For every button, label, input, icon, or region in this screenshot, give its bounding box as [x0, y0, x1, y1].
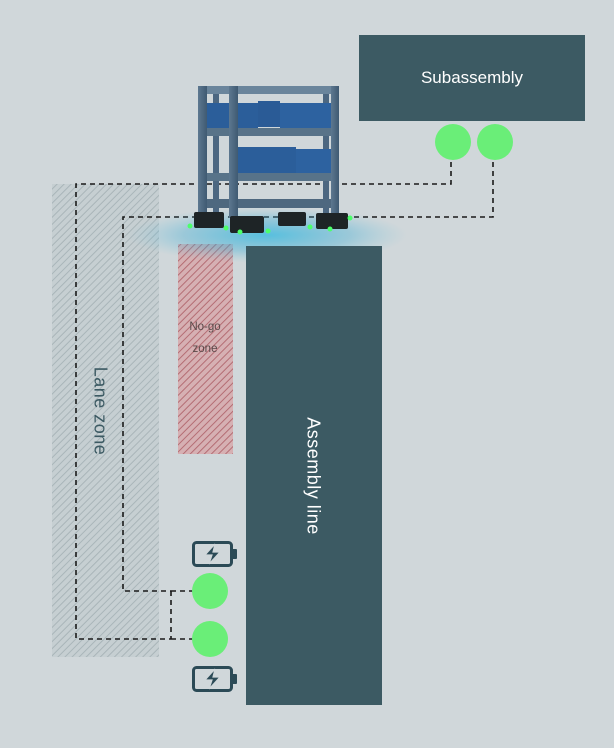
- lane-zone: [52, 184, 159, 657]
- subassembly-station: Subassembly: [359, 35, 585, 121]
- charging-battery-icon: [192, 666, 237, 692]
- status-indicator-icon: [435, 124, 471, 160]
- no-go-zone-label-line2: zone: [192, 343, 218, 355]
- status-indicator-icon: [477, 124, 513, 160]
- no-go-zone-label-line1: No-go: [189, 321, 221, 333]
- assembly-line-station: [246, 246, 382, 705]
- amr-cart-icon: [187, 86, 353, 235]
- charging-battery-icon: [192, 541, 237, 567]
- status-indicator-icon: [192, 573, 228, 609]
- subassembly-label: Subassembly: [420, 68, 524, 87]
- lane-zone-label: Lane zone: [90, 366, 111, 456]
- agv-route-lines: [75, 162, 494, 640]
- assembly-line-label: Assembly line: [303, 417, 324, 535]
- status-indicator-icon: [192, 621, 228, 657]
- no-go-zone: [178, 244, 233, 454]
- no-go-zone-label: No-go zone: [181, 316, 229, 360]
